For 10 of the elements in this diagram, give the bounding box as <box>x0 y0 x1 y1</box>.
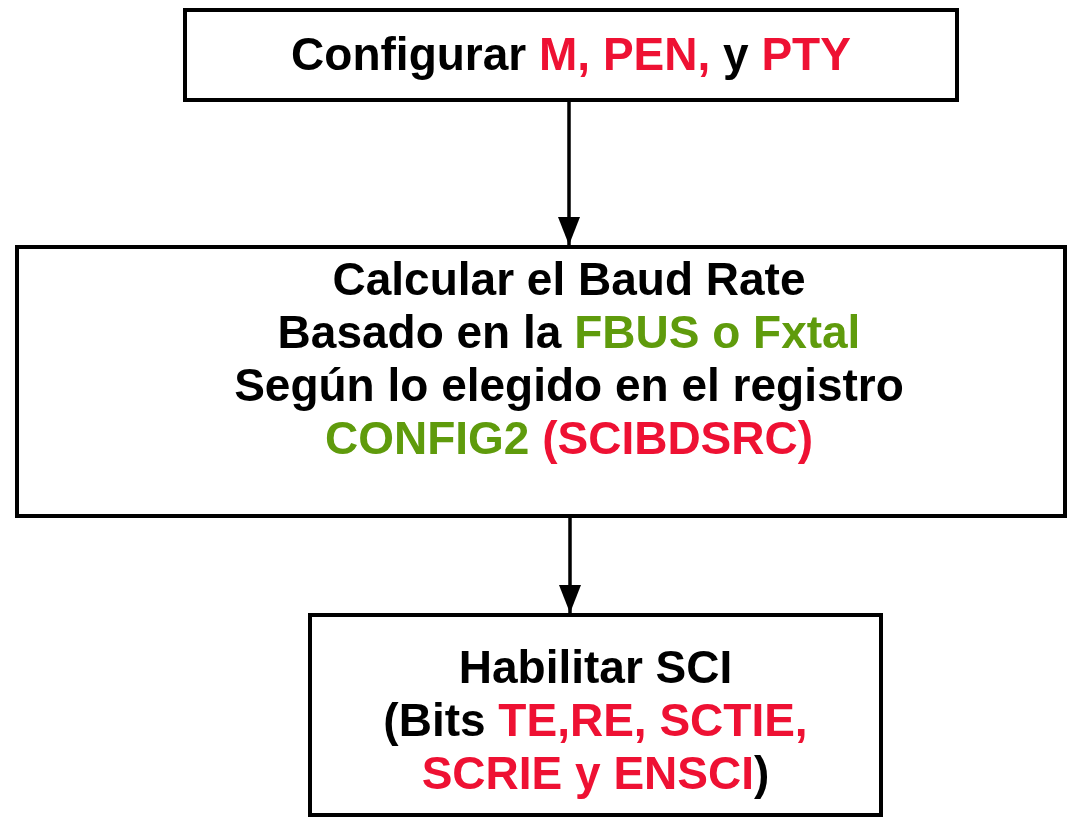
box-text: Basado en la FBUS o Fxtal Según lo elegido en el registro CONFIG2 (SCIBDSRC) <box>233 306 905 465</box>
box-text: Habilitar SCI <box>457 641 734 694</box>
process-box <box>308 613 883 817</box>
process-box <box>183 8 959 102</box>
box-text: (Bits TE,RE, SCTIE, SCRIE y ENSCI) <box>382 694 809 800</box>
process-box <box>15 245 1067 518</box>
box-text: Calcular el Baud Rate <box>331 253 807 306</box>
box-text: Configurar M, PEN, y PTY <box>290 28 852 81</box>
arrow <box>559 518 581 613</box>
arrow <box>558 102 580 245</box>
